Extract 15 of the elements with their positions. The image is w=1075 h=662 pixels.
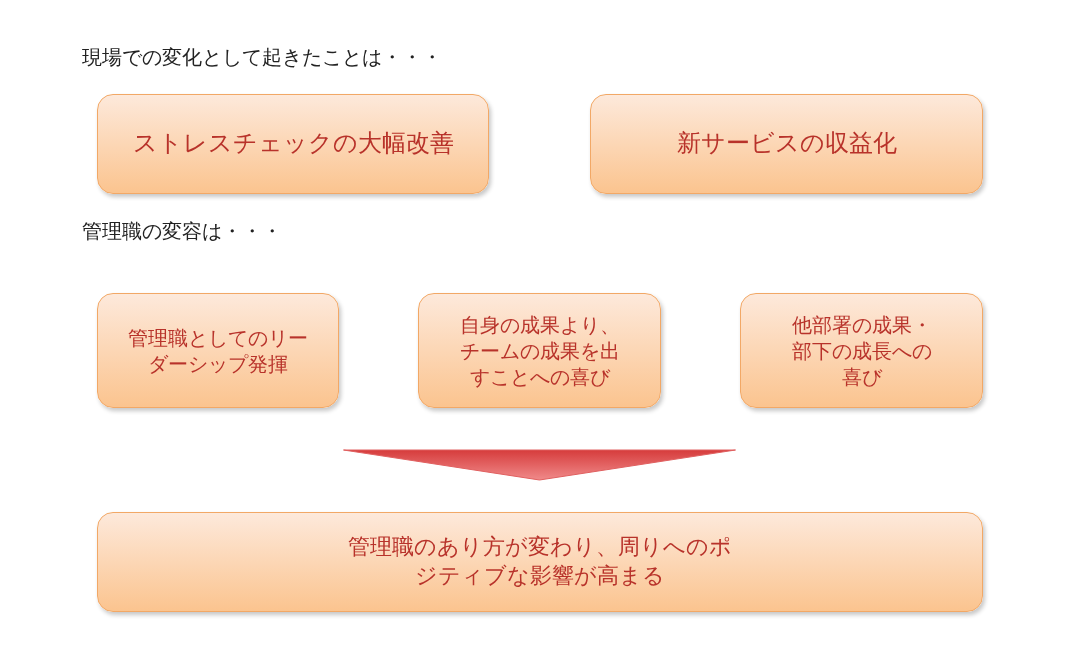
box-text: ストレスチェックの大幅改善 (132, 128, 454, 160)
box-text: 管理職のあり方が変わり、周りへのポジティブな影響が高まる (347, 533, 733, 590)
box-text: 新サービスの収益化 (676, 128, 897, 160)
down-arrow (343, 449, 736, 481)
heading-text: 管理職の変容は・・・ (82, 218, 282, 245)
rounded-box (740, 293, 983, 408)
rounded-box (97, 512, 983, 612)
rounded-box (97, 293, 339, 408)
box-text: 管理職としてのリーダーシップ発揮 (127, 324, 309, 377)
rounded-box (97, 94, 489, 194)
rounded-box (590, 94, 983, 194)
rounded-box (418, 293, 661, 408)
heading-text: 現場での変化として起きたことは・・・ (82, 44, 442, 71)
box-text: 自身の成果より、チームの成果を出すことへの喜び (458, 311, 621, 390)
box-text: 他部署の成果・部下の成長への喜び (790, 311, 933, 390)
